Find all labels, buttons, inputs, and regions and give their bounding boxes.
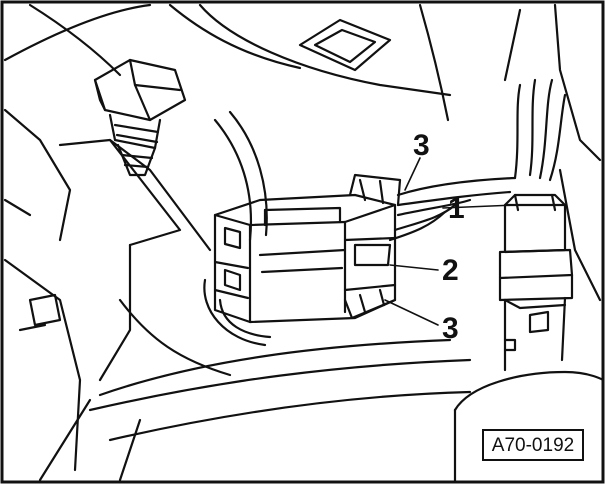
body-panel (3, 3, 602, 482)
mounting-nut (93, 58, 187, 177)
connector-housing (213, 173, 402, 324)
connector-inline (498, 193, 574, 372)
harness-channel (203, 110, 272, 347)
wiring (388, 78, 567, 242)
lower-panel (453, 370, 605, 484)
bracket (18, 138, 212, 382)
panel-cutout (298, 18, 392, 72)
callout-label-2: 2 (442, 254, 459, 287)
callout-label-3-bottom: 3 (442, 312, 459, 345)
callout-label-3-top: 3 (413, 129, 430, 162)
callout-label-1: 1 (448, 192, 465, 225)
reference-code: A70-0192 (492, 435, 574, 456)
leader-lines (384, 157, 516, 326)
reference-code-box: A70-0192 (482, 429, 584, 461)
